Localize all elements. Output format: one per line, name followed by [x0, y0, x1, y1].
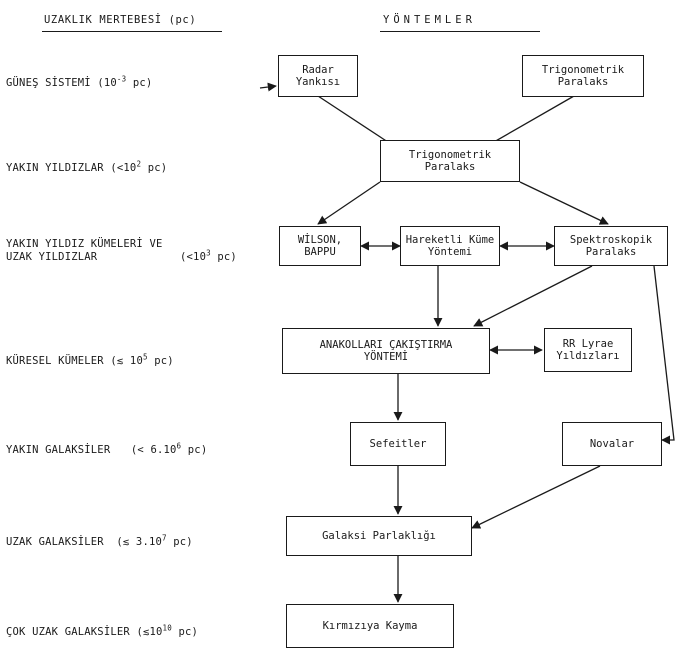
- right-column-header: YÖNTEMLER: [383, 14, 476, 26]
- level-label-star-clusters-line1: YAKIN YILDIZ KÜMELERİ VE: [6, 238, 163, 250]
- method-novae: Novalar: [562, 422, 662, 466]
- arrow-left-into-radar: [259, 82, 277, 92]
- level-range-star-clusters: (<103 pc): [180, 248, 237, 263]
- level-label-globular-clusters: KÜRESEL KÜMELER (≲ 105 pc): [6, 352, 174, 367]
- level-label-nearby-stars: YAKIN YILDIZLAR (<102 pc): [6, 159, 168, 174]
- left-column-header: UZAKLIK MERTEBESİ (pc): [44, 14, 197, 26]
- arrow-trig-to-spektro: [519, 181, 609, 225]
- arrow-nova-to-galaksi: [471, 465, 601, 529]
- level-label-solar-system: GÜNEŞ SİSTEMİ (10-3 pc): [6, 74, 153, 89]
- left-header-underline: [42, 31, 222, 32]
- level-label-nearby-galaxies: YAKIN GALAKSİLER (< 6.106 pc): [6, 441, 208, 456]
- method-cepheids: Sefeitler: [350, 422, 446, 466]
- arrow-spektro-to-nova: [653, 265, 675, 445]
- method-wilson-bappu: WİLSON,BAPPU: [279, 226, 361, 266]
- level-label-very-distant-galaxies: ÇOK UZAK GALAKSİLER (≲1010 pc): [6, 623, 199, 638]
- right-header-underline: [380, 31, 540, 32]
- level-label-star-clusters-line2: UZAK YILDIZLAR: [6, 251, 98, 263]
- method-redshift: Kırmızıya Kayma: [286, 604, 454, 648]
- arrow-trig-to-wilson: [317, 181, 381, 225]
- arrow-spektro-to-anakol: [473, 265, 593, 327]
- level-label-distant-galaxies: UZAK GALAKSİLER (≲ 3.107 pc): [6, 533, 193, 548]
- method-galaxy-brightness: Galaksi Parlaklığı: [286, 516, 472, 556]
